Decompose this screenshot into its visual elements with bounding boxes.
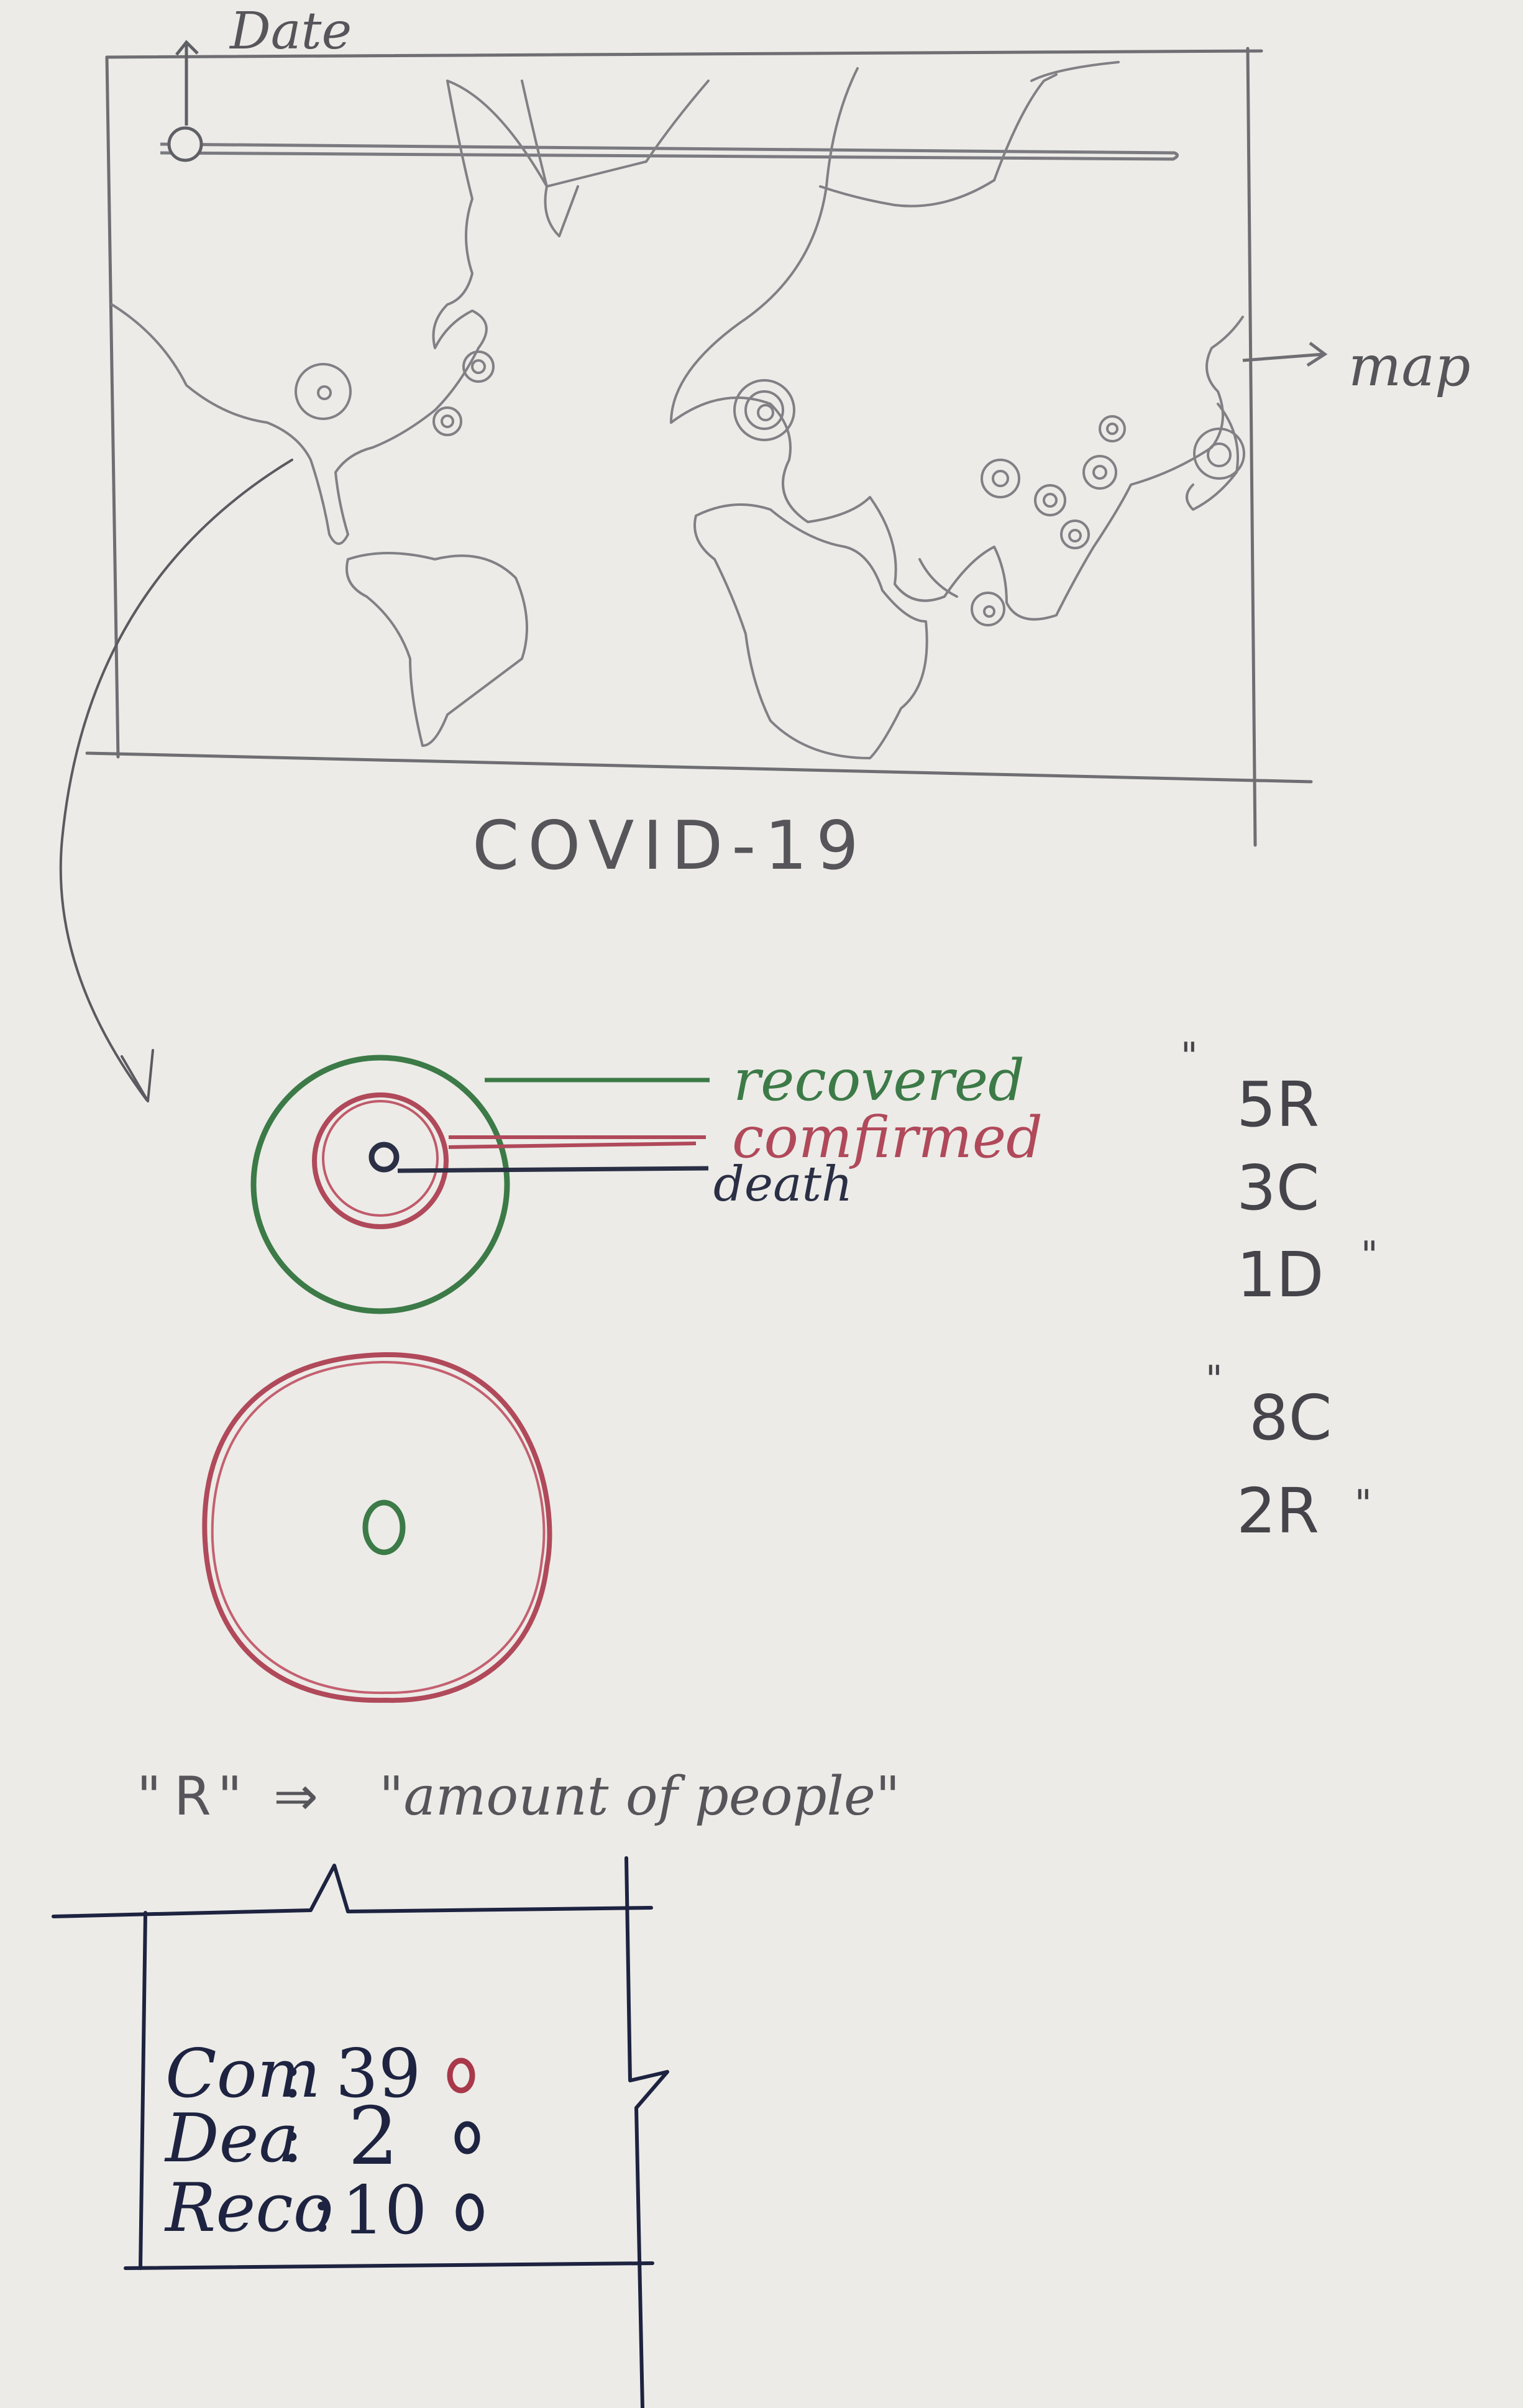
confirmed-big-ring bbox=[202, 1352, 552, 1703]
map-marker[interactable] bbox=[1082, 455, 1117, 490]
note-arrow: ⇒ bbox=[273, 1765, 318, 1828]
map-marker[interactable] bbox=[1099, 415, 1126, 442]
svg-text:": " bbox=[1205, 1358, 1223, 1401]
example-1: " 5R 3C 1D " bbox=[1181, 1035, 1378, 1311]
death-leader bbox=[397, 1166, 709, 1173]
svg-text::: : bbox=[281, 2100, 303, 2177]
tooltip-recovered-label: Reco bbox=[164, 2169, 334, 2247]
tooltip-confirmed-value: 39 bbox=[336, 2035, 421, 2113]
map-markers bbox=[295, 350, 1245, 626]
tooltip-box bbox=[52, 1856, 669, 2408]
death-label: death bbox=[713, 1156, 853, 1212]
recovered-label: recovered bbox=[733, 1047, 1025, 1114]
map-marker[interactable] bbox=[981, 459, 1020, 498]
confirmed-ring-inner bbox=[322, 1100, 439, 1217]
example-1-recovered: 5R bbox=[1237, 1068, 1319, 1141]
tooltip-death-label: Dea bbox=[164, 2100, 299, 2177]
map-title: COVID-19 bbox=[472, 807, 867, 885]
map-marker[interactable] bbox=[462, 350, 495, 383]
note-open-quote: " bbox=[137, 1765, 162, 1828]
example-2-confirmed: 8C bbox=[1249, 1381, 1332, 1454]
date-slider-handle[interactable] bbox=[167, 126, 203, 162]
svg-text:": " bbox=[1181, 1035, 1198, 1078]
recovered-small-ring bbox=[362, 1499, 406, 1555]
tooltip-death-value: 2 bbox=[348, 2090, 398, 2183]
tooltip-rows: Com : 39 Dea : 2 Reco : 10 bbox=[164, 2035, 427, 2250]
confirmed-label: comfirmed bbox=[732, 1104, 1043, 1171]
legend-example-2 bbox=[202, 1352, 552, 1703]
legend-diagram: recovered comfirmed death bbox=[250, 1047, 1043, 1314]
svg-text:": " bbox=[1355, 1482, 1372, 1526]
map-marker[interactable] bbox=[1060, 520, 1090, 549]
tooltip-recovered-value: 10 bbox=[342, 2172, 427, 2250]
map-marker[interactable] bbox=[733, 379, 795, 441]
note-close-quote: " bbox=[217, 1765, 242, 1828]
confirmed-ring bbox=[312, 1092, 449, 1229]
map-frame bbox=[85, 47, 1313, 847]
confirmed-big-ring-2 bbox=[211, 1360, 546, 1695]
confirmed-marker bbox=[447, 2058, 475, 2094]
world-map bbox=[111, 61, 1244, 759]
note-r: R bbox=[174, 1765, 211, 1828]
example-1-death: 1D bbox=[1237, 1238, 1324, 1311]
note: " R " ⇒ "amount of people" bbox=[137, 1765, 900, 1828]
map-marker[interactable] bbox=[1193, 428, 1245, 480]
map-label-arrow bbox=[1242, 342, 1328, 367]
map-label: map bbox=[1348, 334, 1471, 399]
note-text: "amount of people" bbox=[379, 1765, 900, 1828]
tooltip-confirmed-label: Com bbox=[165, 2035, 321, 2113]
date-slider[interactable] bbox=[160, 40, 1179, 162]
recovered-marker bbox=[455, 2193, 484, 2232]
zoom-arrow bbox=[59, 459, 293, 1102]
map-marker[interactable] bbox=[295, 363, 352, 420]
recovered-ring bbox=[250, 1055, 510, 1314]
date-label-arrow bbox=[175, 40, 199, 126]
example-2-recovered: 2R bbox=[1237, 1475, 1319, 1547]
svg-text::: : bbox=[281, 2035, 303, 2113]
svg-text:": " bbox=[1361, 1234, 1378, 1277]
tooltip-markers bbox=[447, 2058, 484, 2232]
death-marker bbox=[454, 2121, 480, 2154]
map-marker[interactable] bbox=[432, 406, 462, 436]
death-dot bbox=[368, 1142, 400, 1173]
svg-text::: : bbox=[311, 2169, 333, 2247]
date-label: Date bbox=[229, 2, 352, 61]
example-1-confirmed: 3C bbox=[1237, 1151, 1319, 1224]
map-marker[interactable] bbox=[971, 592, 1005, 626]
map-marker[interactable] bbox=[1034, 484, 1066, 516]
confirmed-leader bbox=[448, 1135, 706, 1149]
example-2: " 8C 2R " bbox=[1205, 1358, 1372, 1547]
